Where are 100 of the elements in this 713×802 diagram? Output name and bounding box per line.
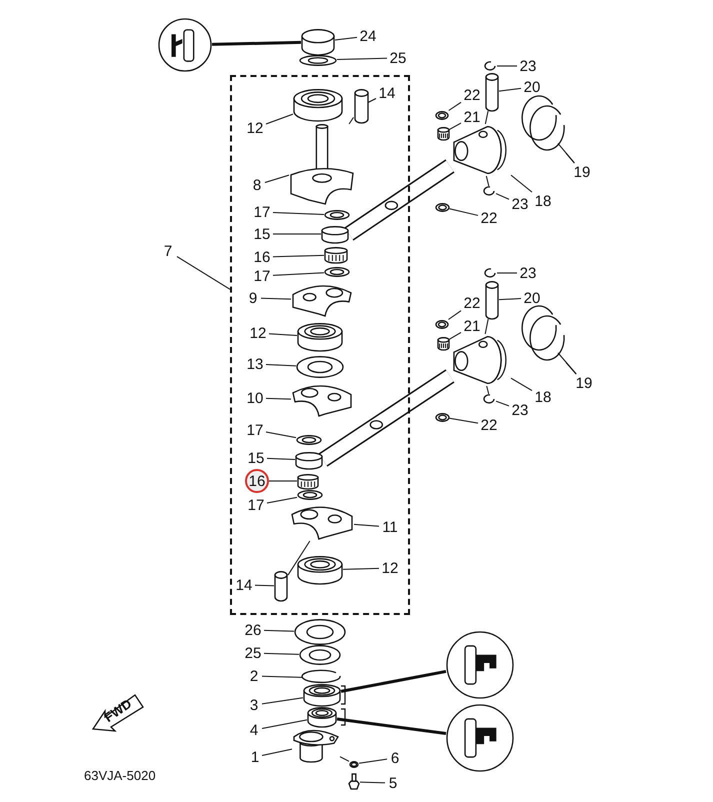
- callout-number: 18: [532, 388, 554, 406]
- leader-line: [272, 212, 324, 215]
- callout-number: 25: [242, 644, 264, 662]
- needle-bearing-drawing: [297, 474, 319, 488]
- washer-drawing: [324, 210, 350, 220]
- circlip-drawing: [484, 186, 496, 196]
- leader-line: [566, 152, 575, 164]
- washer-drawing: [324, 267, 350, 277]
- leader-line: [272, 272, 324, 276]
- leader-line: [254, 584, 274, 586]
- callout-number: 16: [251, 248, 273, 266]
- leader-line: [266, 364, 296, 366]
- callout-number: 4: [246, 721, 262, 739]
- pin-drawing: [274, 571, 288, 601]
- leader-line: [272, 254, 324, 258]
- leader-line: [264, 652, 300, 655]
- callout-number: 17: [244, 421, 266, 439]
- leader-line: [510, 378, 532, 392]
- leader-line: [354, 524, 380, 527]
- circlip-drawing: [484, 394, 496, 404]
- bearing-drawing: [303, 684, 341, 706]
- connector-line: [336, 718, 446, 735]
- bearing-drawing: [293, 89, 343, 121]
- callout-number: 22: [478, 416, 500, 434]
- leader-line: [262, 719, 308, 729]
- connector-line: [340, 670, 446, 693]
- callout-number: 19: [573, 374, 595, 392]
- washer-drawing: [435, 320, 449, 328]
- leader-line: [266, 432, 296, 438]
- callout-number: 18: [532, 192, 554, 210]
- washer-drawing: [297, 490, 323, 500]
- washer-drawing: [294, 619, 346, 645]
- connector-line: [212, 40, 302, 46]
- leader-line: [288, 540, 310, 576]
- callout-number: 15: [251, 225, 273, 243]
- leader-line: [340, 756, 350, 762]
- leader-line: [176, 256, 230, 290]
- callout-number: 26: [242, 621, 264, 639]
- leader-line: [496, 193, 510, 200]
- connecting-rod: [344, 159, 454, 241]
- leader-line: [358, 758, 388, 764]
- leader-line: [268, 480, 298, 482]
- crank-pin-drawing: [295, 452, 323, 468]
- leader-line: [260, 298, 292, 300]
- leader-line: [268, 333, 298, 336]
- circlip-drawing: [485, 61, 497, 71]
- callout-number: 9: [245, 289, 261, 307]
- assembly-outline: [230, 75, 410, 615]
- callout-number: 23: [517, 264, 539, 282]
- leader-line: [449, 122, 462, 130]
- callout-number: 22: [461, 294, 483, 312]
- callout-number: 6: [387, 749, 403, 767]
- bolt-drawing: [348, 774, 360, 790]
- leader-line: [486, 386, 490, 394]
- leader-line: [360, 782, 386, 784]
- detail-inset: [446, 704, 514, 772]
- leader-line: [449, 332, 462, 340]
- leader-line: [449, 208, 478, 216]
- leader-line: [266, 496, 298, 504]
- needle-bearing-drawing: [436, 336, 450, 350]
- leader-line: [264, 174, 290, 184]
- leader-line: [496, 400, 510, 406]
- needle-bearing-drawing: [324, 247, 348, 263]
- leader-line: [266, 458, 296, 460]
- callout-number: 14: [376, 84, 398, 102]
- leader-line: [496, 272, 518, 274]
- callout-number: 23: [509, 401, 531, 419]
- crank-pin-drawing: [301, 29, 335, 55]
- callout-number: 24: [357, 27, 379, 45]
- leader-line: [262, 697, 304, 704]
- callout-number: 14: [233, 576, 255, 594]
- callout-number: 2: [246, 667, 262, 685]
- washer-drawing: [296, 435, 322, 445]
- washer-drawing: [435, 110, 449, 120]
- leader-line: [510, 174, 532, 193]
- pin-drawing: [485, 73, 499, 111]
- leader-line: [266, 398, 292, 400]
- washer-drawing: [299, 645, 341, 665]
- callout-number: 20: [521, 78, 543, 96]
- callout-number: 21: [461, 317, 483, 335]
- pin-drawing: [485, 281, 499, 319]
- callout-number: 15: [245, 449, 267, 467]
- callout-number: 17: [251, 267, 273, 285]
- leader-line: [558, 142, 575, 164]
- callout-number: 12: [247, 324, 269, 342]
- circlip-drawing: [485, 268, 497, 278]
- leader-line: [348, 116, 354, 124]
- leader-line: [498, 88, 522, 92]
- leader-line: [484, 110, 489, 124]
- detail-inset: [446, 631, 514, 699]
- pin-drawing: [354, 89, 368, 123]
- needle-bearing-drawing: [436, 126, 450, 140]
- leader-line: [262, 748, 292, 756]
- callout-number: 12: [244, 119, 266, 137]
- callout-number: 23: [509, 195, 531, 213]
- leader-line: [449, 418, 478, 424]
- callout-number: 13: [244, 355, 266, 373]
- callout-number: 5: [385, 774, 401, 792]
- piston-ring-drawing: [302, 671, 342, 685]
- bearing-drawing: [307, 707, 337, 727]
